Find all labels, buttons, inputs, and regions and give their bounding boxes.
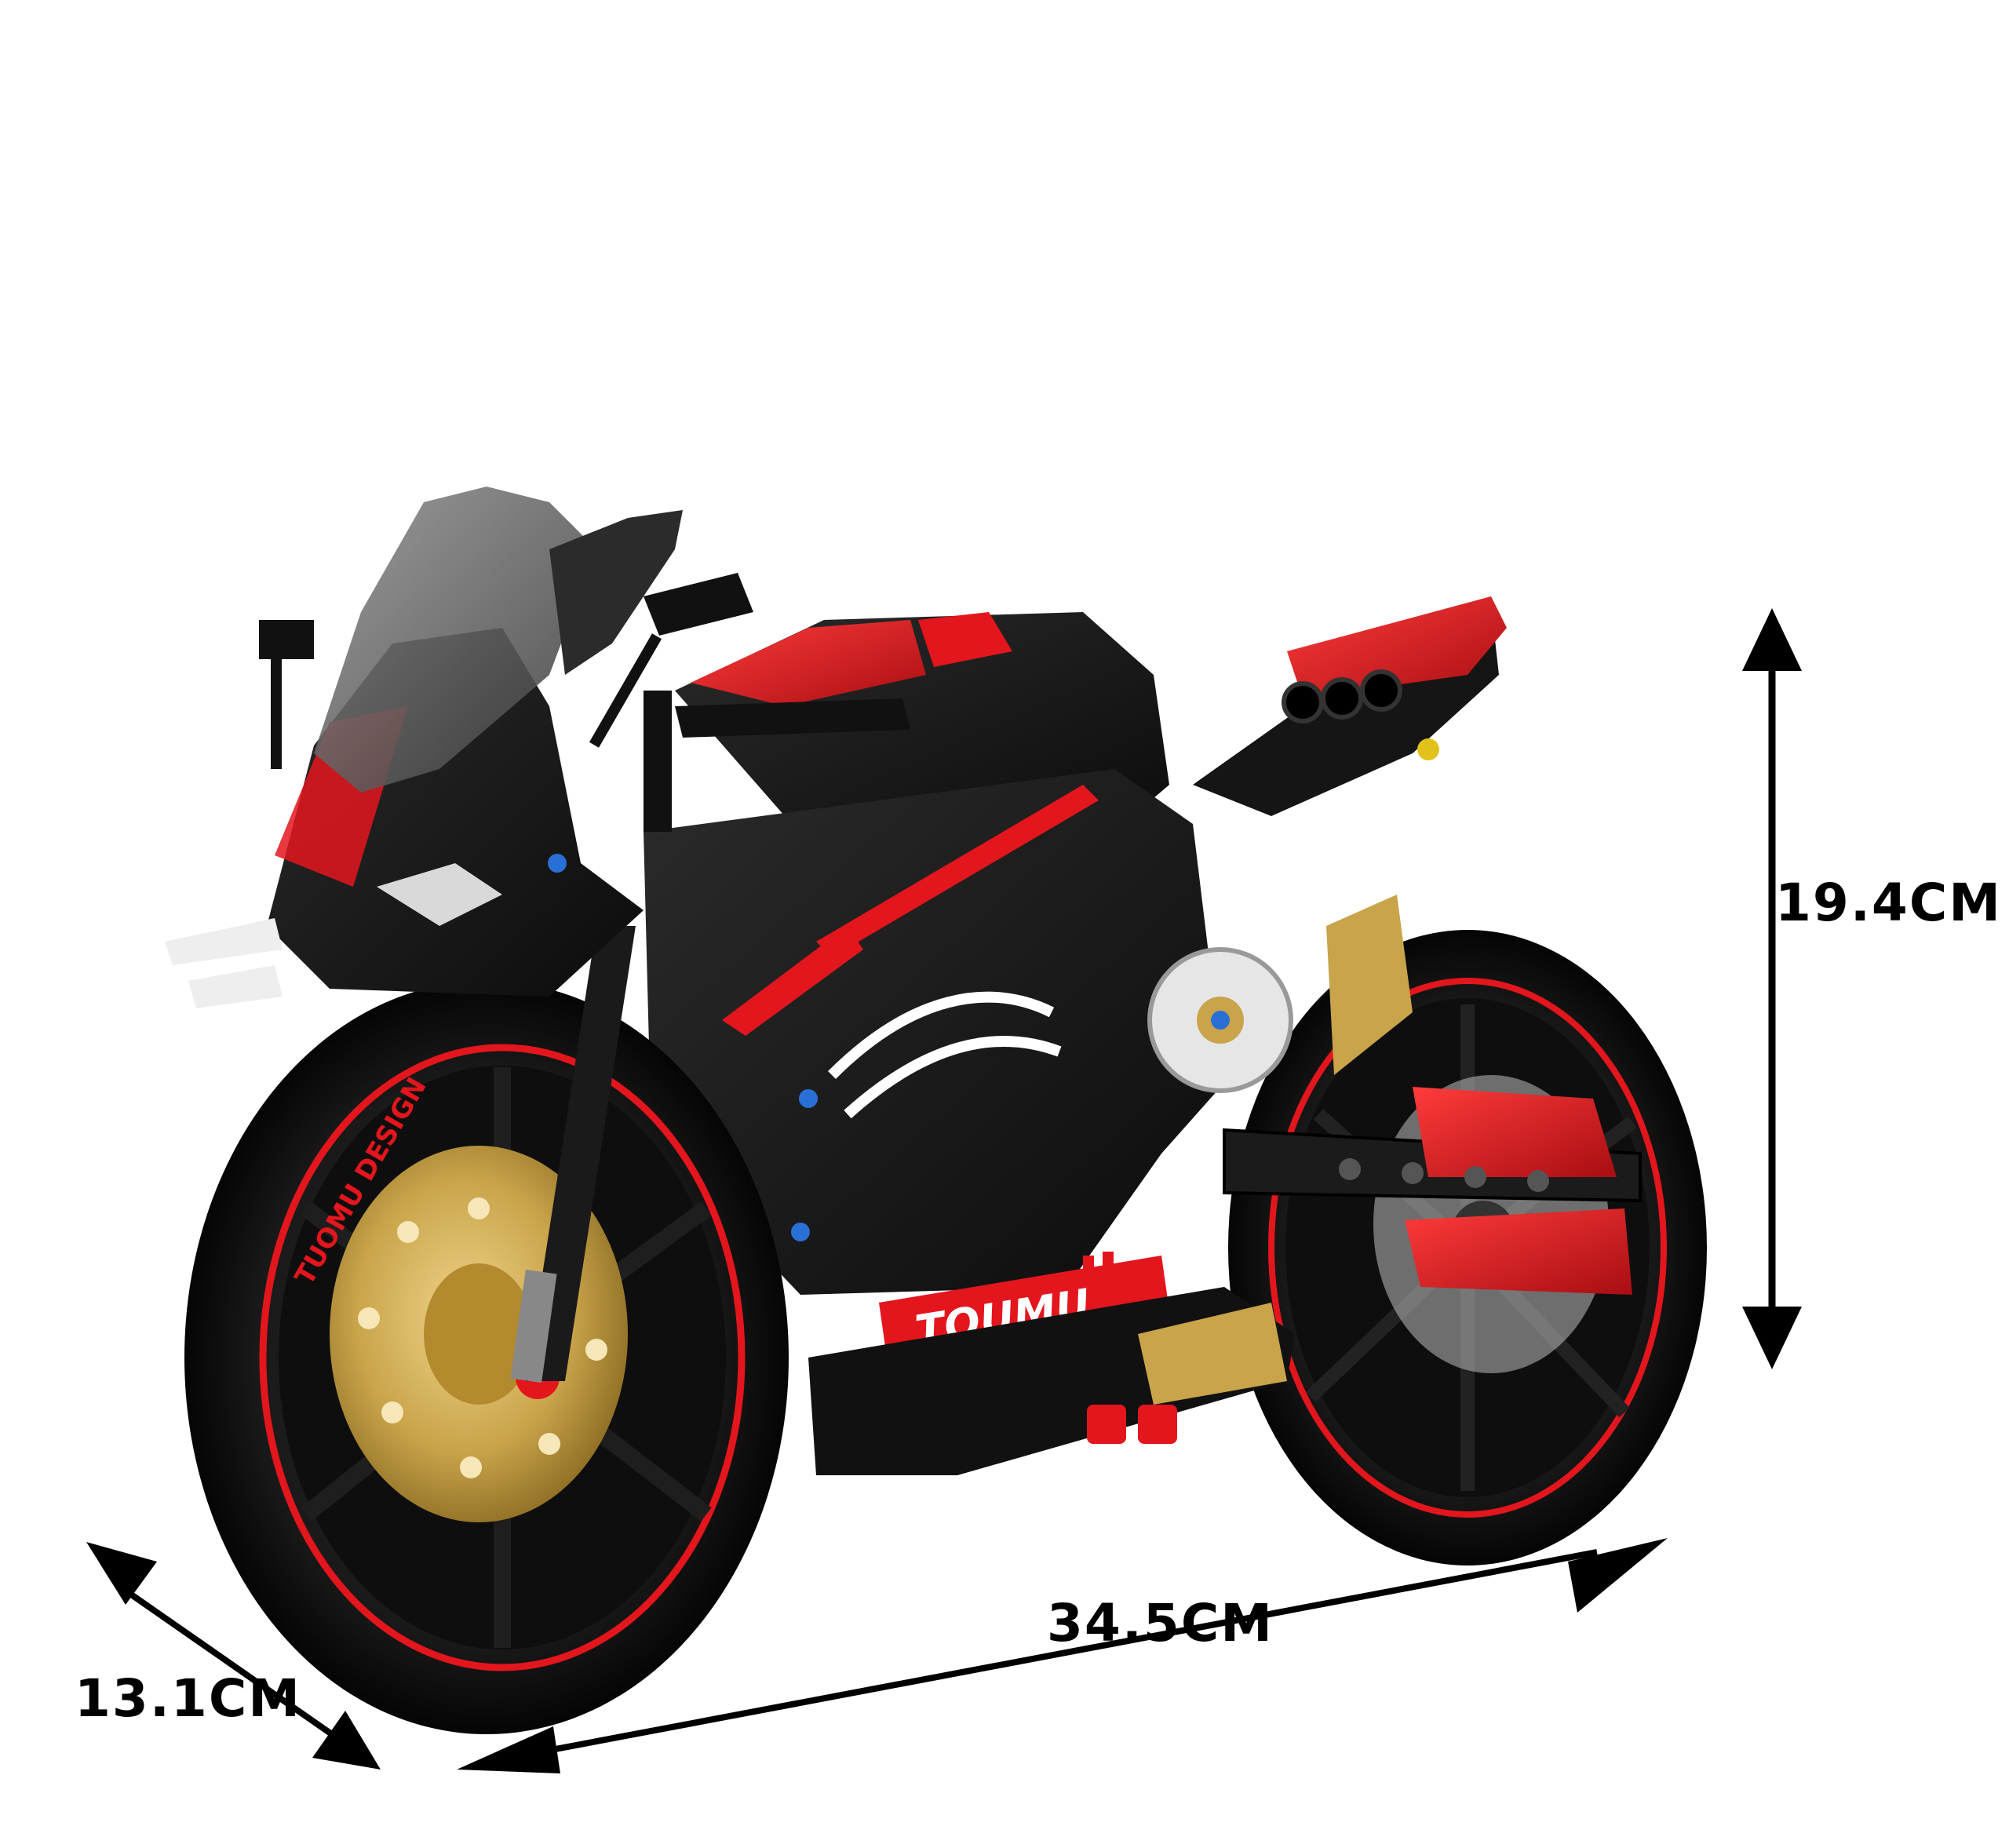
height-dimension-arrow	[1742, 608, 1802, 1369]
length-dimension-arrow	[457, 1538, 1668, 1773]
width-label: 13.1CM	[75, 1668, 301, 1729]
windscreen	[314, 487, 596, 793]
arrow-downright-icon	[312, 1711, 381, 1770]
motorcycle-model: TOUMU	[165, 487, 1707, 1734]
arrow-down-icon	[1742, 1307, 1802, 1369]
front-fork	[510, 926, 636, 1383]
arrow-up-icon	[1742, 608, 1802, 671]
width-dimension-arrow	[86, 1542, 381, 1770]
arrow-upleft-icon	[86, 1542, 157, 1605]
exhaust	[808, 1287, 1295, 1475]
length-label: 34.5CM	[1047, 1593, 1274, 1653]
tail-section	[1193, 596, 1507, 816]
height-label: 19.4CM	[1775, 873, 2002, 933]
swingarm	[1223, 1087, 1642, 1295]
engine-cover	[1147, 947, 1293, 1093]
side-fairing: TOUMU	[644, 769, 1224, 1358]
rear-shock	[1326, 895, 1413, 1075]
arrow-right-icon	[1568, 1538, 1668, 1613]
mirror-left	[259, 620, 314, 769]
handlebar	[644, 691, 910, 832]
fuel-tank	[675, 612, 1169, 832]
windscreen-back	[549, 510, 683, 675]
arrow-left-icon	[457, 1726, 560, 1773]
mirror-right	[589, 573, 753, 748]
front-wheel: TUOMU DESIGN	[184, 981, 789, 1734]
